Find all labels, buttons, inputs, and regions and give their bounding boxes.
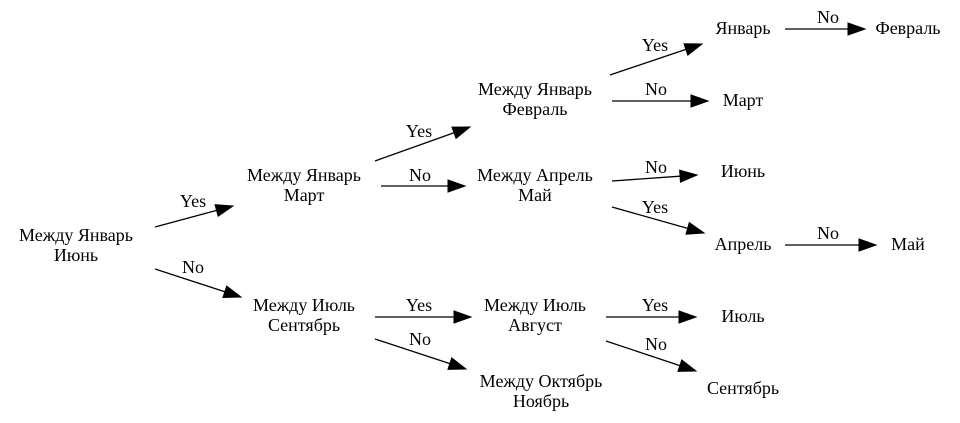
- edge-label: Yes: [642, 35, 668, 55]
- edge-n5-n13: Yes: [606, 295, 698, 324]
- edge-n5-n14: No: [605, 334, 698, 372]
- arrowhead-icon: [679, 169, 699, 183]
- node-label-line: Июнь: [721, 161, 765, 181]
- edge-label: Yes: [642, 197, 668, 217]
- node-label-line: Июль: [721, 306, 764, 326]
- edge-n7-n8: No: [785, 7, 867, 36]
- edge-label: Yes: [406, 121, 432, 141]
- edge-label: No: [409, 329, 431, 349]
- node-label-line: Между Январь: [478, 79, 592, 99]
- node-label-line: Апрель: [715, 234, 772, 254]
- arrowhead-icon: [222, 285, 243, 298]
- edge-label: Yes: [180, 191, 206, 211]
- node-label-line: Между Январь: [19, 225, 133, 245]
- node-label-line: Между Октябрь: [480, 371, 603, 391]
- edge-n2-n5: Yes: [375, 295, 473, 324]
- edge-n4-n11: Yes: [611, 197, 706, 235]
- node-label-line: Между Июль: [253, 295, 355, 315]
- node-label-line: Июнь: [54, 245, 98, 265]
- arrowhead-icon: [683, 43, 704, 56]
- node-n8: Февраль: [875, 18, 940, 38]
- node-label-line: Январь: [715, 18, 770, 38]
- node-n11: Апрель: [715, 234, 772, 254]
- edge-n11-n12: No: [785, 223, 878, 252]
- node-n9: Март: [723, 90, 764, 110]
- arrowhead-icon: [453, 310, 473, 324]
- edge-line: [609, 48, 687, 76]
- edge-line: [611, 175, 681, 182]
- arrowhead-icon: [447, 357, 468, 370]
- edge-label: No: [645, 157, 667, 177]
- node-label-line: Май: [518, 185, 552, 205]
- edge-label: Yes: [406, 295, 432, 315]
- edge-n1-n3: Yes: [374, 121, 472, 162]
- edge-label: No: [817, 7, 839, 27]
- edge-n0-n2: No: [154, 257, 243, 298]
- node-label-line: Февраль: [875, 18, 940, 38]
- edge-line: [605, 340, 681, 367]
- edge-label: No: [182, 257, 204, 277]
- arrowhead-icon: [847, 22, 867, 36]
- arrowhead-icon: [685, 221, 706, 235]
- edge-line: [374, 132, 455, 162]
- node-n14: Сентябрь: [707, 378, 779, 398]
- edge-n2-n6: No: [374, 329, 468, 370]
- node-label-line: Между Июль: [484, 295, 586, 315]
- edge-label: No: [645, 79, 667, 99]
- node-label-line: Август: [508, 315, 562, 335]
- node-n7: Январь: [715, 18, 770, 38]
- arrowhead-icon: [447, 179, 467, 193]
- arrowhead-icon: [678, 310, 698, 324]
- edge-n3-n7: Yes: [609, 35, 704, 76]
- node-label-line: Между Январь: [247, 165, 361, 185]
- node-label-line: Февраль: [502, 99, 567, 119]
- node-label-line: Сентябрь: [707, 378, 779, 398]
- edge-n0-n1: Yes: [154, 191, 235, 228]
- node-label-line: Между Апрель: [477, 165, 593, 185]
- arrowhead-icon: [690, 94, 710, 108]
- node-label-line: Май: [891, 234, 925, 254]
- node-label-line: Март: [723, 90, 764, 110]
- edge-n1-n4: No: [381, 165, 467, 193]
- node-n12: Май: [891, 234, 925, 254]
- node-n13: Июль: [721, 306, 764, 326]
- node-label-line: Ноябрь: [513, 391, 569, 411]
- arrowhead-icon: [677, 359, 698, 372]
- edge-label: Yes: [642, 295, 668, 315]
- node-label-line: Март: [284, 185, 325, 205]
- edge-line: [154, 209, 217, 228]
- edge-line: [611, 206, 688, 230]
- edge-line: [154, 268, 226, 293]
- edge-label: No: [409, 165, 431, 185]
- node-label-line: Сентябрь: [268, 315, 340, 335]
- arrowhead-icon: [858, 238, 878, 252]
- arrowhead-icon: [214, 204, 235, 218]
- arrowhead-icon: [451, 126, 472, 140]
- edge-n3-n9: No: [612, 79, 710, 108]
- edge-n4-n10: No: [611, 157, 699, 183]
- edge-label: No: [817, 223, 839, 243]
- edge-label: No: [645, 334, 667, 354]
- edge-line: [374, 338, 451, 365]
- node-n10: Июнь: [721, 161, 765, 181]
